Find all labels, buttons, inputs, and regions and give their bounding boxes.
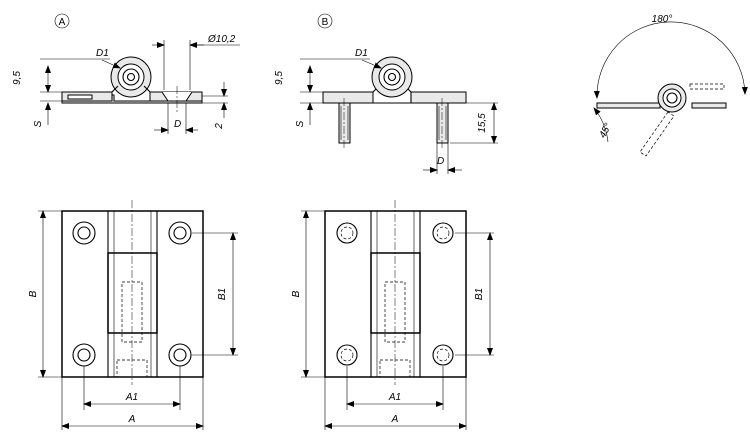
b-dim-15-5: 15,5 (477, 113, 488, 133)
variant-b-front-view: B B1 A1 A (291, 200, 494, 430)
rotation-arc-45 (593, 107, 609, 143)
b-dim-b1: B1 (474, 288, 485, 300)
a-dim-a1: A1 (125, 392, 138, 403)
a-dim-a: A (128, 414, 136, 425)
b-right-leaf (410, 91, 467, 104)
variant-b-marker-circle (317, 13, 333, 29)
a-hole-br (168, 343, 192, 367)
a-dim-diameter: Ø10,2 (207, 34, 236, 45)
b-center-leaf (370, 252, 421, 334)
a-dim-b1: B1 (217, 288, 228, 300)
a-dim-s: S (33, 120, 44, 127)
b-knuckle-pin (383, 68, 401, 86)
b-dim-a: A (391, 414, 399, 425)
variant-a-side-view: A 9,5 S D1 Ø10,2 D (12, 13, 240, 134)
a-knuckle-ring (117, 63, 145, 91)
variant-a-front-view: B B1 A1 A (28, 200, 238, 430)
a-dim-d1: D1 (96, 48, 109, 59)
b-dim-d: D (437, 156, 444, 167)
b-dim-s: S (295, 120, 306, 127)
a-hole-tr (168, 221, 192, 245)
b-dim-d1: D1 (355, 48, 368, 59)
a-dim-2: 2 (214, 123, 225, 130)
variant-b-marker: B (322, 17, 329, 28)
b-stud-tr (432, 222, 454, 244)
b-knuckle-ring (378, 63, 406, 91)
rotation-knuckle-ring (662, 88, 682, 108)
a-dim-d: D (174, 119, 181, 130)
a-pin-core (126, 72, 136, 82)
rotation-45-leaf-ghost (639, 111, 675, 157)
a-center-leaf (107, 252, 158, 334)
rotation-arc-180 (593, 21, 748, 99)
rotation-knuckle-pin (666, 92, 678, 104)
b-stud-left (338, 102, 351, 144)
rotation-right-leaf (691, 102, 727, 109)
rotation-view: 180° 45° (593, 14, 748, 157)
a-knuckle-pin (122, 68, 140, 86)
variant-a-marker-circle (54, 13, 70, 29)
b-stud-bl (336, 344, 358, 366)
a-left-leaf-recess (67, 94, 93, 100)
b-dim-a1: A1 (388, 392, 401, 403)
variant-a-marker: A (59, 17, 66, 28)
b-stud-br (432, 344, 454, 366)
rotation-open-leaf-ghost (689, 83, 725, 90)
b-left-leaf (322, 91, 374, 104)
rotation-left-leaf (596, 102, 661, 109)
b-stud-right (436, 102, 449, 144)
a-hole-tl (72, 221, 96, 245)
variant-b-side-view: B 9,5 S D1 15,5 D (274, 13, 498, 174)
a-hole-bl (72, 343, 96, 367)
b-front-plate (324, 210, 467, 378)
b-dim-b: B (291, 290, 302, 297)
b-stud-tl (336, 222, 358, 244)
a-dim-9-5: 9,5 (12, 71, 23, 85)
b-dim-9-5: 9,5 (274, 71, 285, 85)
b-pin-core (387, 72, 397, 82)
a-dim-b: B (28, 290, 39, 297)
a-front-plate (61, 210, 204, 378)
rotation-angle-180: 180° (652, 14, 673, 25)
rotation-angle-45: 45° (597, 122, 614, 141)
